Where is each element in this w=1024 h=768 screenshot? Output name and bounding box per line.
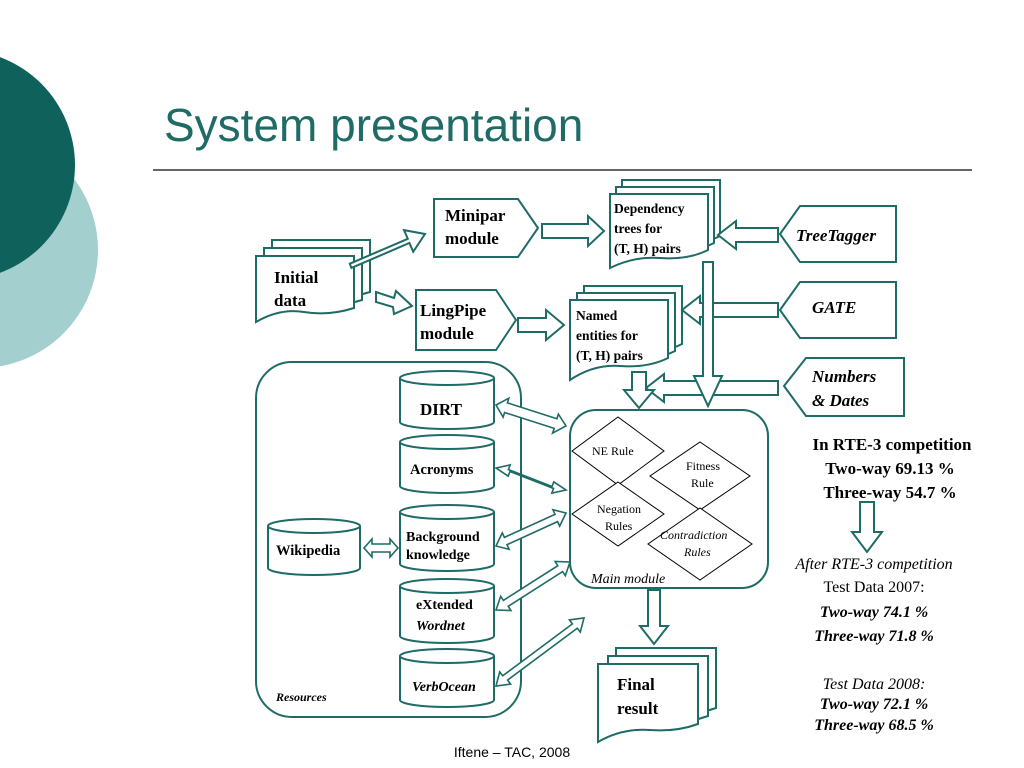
- arrow-deptrees-to-main: [692, 261, 724, 409]
- background-knowledge-cylinder: [399, 504, 495, 572]
- data2008-header: Test Data 2008:: [823, 676, 926, 693]
- minipar-module-shape: [433, 198, 540, 258]
- arrow-initial-to-minipar: [348, 228, 427, 270]
- rte3-line-1: In RTE-3 competition: [812, 435, 972, 454]
- arrow-gate-to-ne: [680, 293, 779, 327]
- final-result-label-2: result: [617, 699, 659, 718]
- link-bk-main: [494, 508, 568, 551]
- data2008-line-2: Three-way 68.5 %: [814, 717, 934, 734]
- decor-circle-dark: [0, 57, 75, 273]
- fitness-rule-label-2: Rule: [691, 476, 714, 490]
- arrow-rte3-to-after: [850, 501, 884, 554]
- link-ewn-main: [494, 560, 572, 612]
- arrow-lingpipe-to-ne: [517, 307, 566, 343]
- negation-label-1: Negation: [597, 502, 641, 516]
- acronyms-cylinder: [399, 434, 495, 494]
- rte3-line-3: Three-way 54.7 %: [823, 483, 956, 502]
- numbers-dates-label-1: Numbers: [811, 367, 877, 386]
- data2008-line-1: Two-way 72.1 %: [820, 696, 928, 713]
- contradiction-rules-diamond: [647, 507, 753, 581]
- arrow-ne-to-main: [621, 371, 657, 410]
- lingpipe-label-2: module: [420, 324, 474, 343]
- initial-data-doc: [255, 239, 371, 324]
- gate-label: GATE: [812, 298, 856, 317]
- after-header-2: Test Data 2007:: [823, 579, 924, 596]
- bk-label-2: knowledge: [406, 548, 470, 563]
- lingpipe-label-1: LingPipe: [420, 301, 487, 320]
- ewn-label-1: eXtended: [416, 598, 473, 613]
- data2007-line-2: Three-way 71.8 %: [814, 628, 934, 645]
- minipar-label-2: module: [445, 229, 499, 248]
- minipar-label-1: Minipar: [445, 206, 506, 225]
- ne-rule-label: NE Rule: [592, 444, 634, 458]
- link-acronyms-main: [493, 463, 569, 495]
- dependency-trees-doc: [609, 179, 721, 270]
- deptrees-label-2: trees for: [614, 221, 662, 236]
- negation-rules-diamond: [571, 481, 665, 547]
- named-entities-doc: [569, 285, 683, 382]
- data2007-line-1: Two-way 74.1 %: [820, 604, 928, 621]
- treetagger-label: TreeTagger: [796, 226, 876, 245]
- wikipedia-label: Wikipedia: [276, 543, 341, 559]
- ne-label-3: (T, H) pairs: [576, 348, 643, 363]
- contradiction-label-1: Contradiction: [660, 528, 727, 542]
- arrow-minipar-to-deptrees: [541, 213, 606, 249]
- resources-label: Resources: [275, 690, 327, 704]
- numbers-dates-shape: [782, 357, 905, 417]
- acronyms-label: Acronyms: [410, 462, 474, 478]
- gate-shape: [778, 281, 897, 339]
- ne-label-2: entities for: [576, 328, 638, 343]
- main-module-label: Main module: [590, 572, 665, 587]
- contradiction-label-2: Rules: [683, 545, 711, 559]
- link-dirt-main: [494, 396, 568, 435]
- deptrees-label-1: Dependency: [614, 201, 685, 216]
- treetagger-shape: [778, 205, 897, 263]
- ne-label-1: Named: [576, 308, 618, 323]
- arrow-initial-to-lingpipe: [375, 289, 414, 316]
- page-title: System presentation: [164, 99, 584, 151]
- wikipedia-cylinder: [267, 518, 361, 576]
- initial-data-label-1: Initial: [274, 268, 319, 287]
- final-result-label-1: Final: [617, 675, 655, 694]
- after-header-1: After RTE-3 competition: [794, 556, 952, 573]
- slide-footer: Iftene – TAC, 2008: [453, 744, 571, 760]
- arrow-main-to-final: [637, 589, 671, 646]
- numbers-dates-label-2: & Dates: [812, 391, 870, 410]
- dirt-cylinder: [399, 370, 495, 430]
- ewn-label-2: Wordnet: [416, 619, 466, 634]
- bk-label-1: Background: [406, 530, 480, 545]
- fitness-rule-label-1: Fitness: [686, 459, 720, 473]
- negation-label-2: Rules: [605, 519, 633, 533]
- link-vo-main: [494, 617, 586, 687]
- dirt-label: DIRT: [420, 400, 463, 419]
- extended-wordnet-cylinder: [399, 578, 495, 644]
- lingpipe-module-shape: [415, 289, 518, 351]
- link-wikipedia-bk: [362, 536, 400, 560]
- arrow-treetagger-to-deptrees: [716, 218, 779, 252]
- final-result-doc: [597, 647, 717, 744]
- initial-data-label-2: data: [274, 291, 307, 310]
- resource-links: [362, 396, 586, 687]
- verbocean-label: VerbOcean: [412, 680, 476, 695]
- rte3-line-2: Two-way 69.13 %: [825, 459, 955, 478]
- deptrees-label-3: (T, H) pairs: [614, 241, 681, 256]
- verbocean-cylinder: [399, 648, 495, 708]
